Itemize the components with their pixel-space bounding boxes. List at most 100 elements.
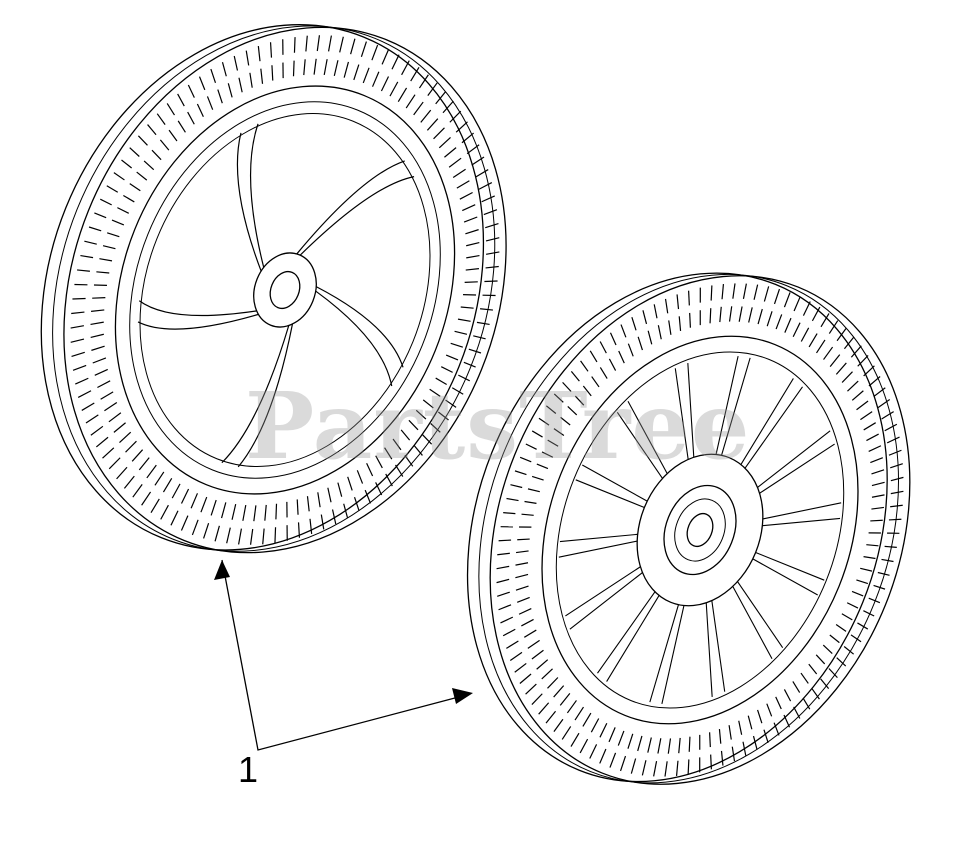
callout-label: 1 <box>238 749 259 790</box>
tread-block <box>80 254 94 259</box>
tread-block <box>187 111 195 125</box>
tread-block <box>385 473 393 487</box>
tread-block <box>458 374 470 382</box>
rib <box>737 581 784 648</box>
tread-block <box>108 457 121 470</box>
tread-block <box>356 470 364 484</box>
tread-block <box>71 351 85 358</box>
hub-collar <box>674 498 726 562</box>
tread-block <box>820 313 830 328</box>
tread-block <box>516 596 530 603</box>
tread-block <box>553 685 565 698</box>
tread-block <box>719 306 722 323</box>
tread-block <box>721 284 725 300</box>
tread-block <box>94 368 108 376</box>
tread-block <box>92 357 107 364</box>
tread-block <box>249 528 254 545</box>
rim-inner <box>555 351 845 709</box>
tread-block <box>599 367 608 379</box>
tread-block <box>841 613 853 621</box>
tread-block <box>498 539 512 542</box>
rib <box>744 386 803 469</box>
tread-block <box>460 306 474 309</box>
tread-block <box>426 118 439 131</box>
wheel-right[interactable] <box>394 204 960 848</box>
tread-block <box>589 350 598 363</box>
leader-line <box>221 559 471 751</box>
rib <box>759 443 835 494</box>
tread-block <box>463 216 478 223</box>
tread-block <box>689 312 691 328</box>
tread-block <box>678 316 682 331</box>
tread-block <box>132 484 143 498</box>
tread-block <box>881 411 894 420</box>
tread-block <box>678 737 681 754</box>
tread-block <box>742 283 747 299</box>
tread-block <box>214 525 220 542</box>
tread-block <box>100 198 112 206</box>
tread-block <box>104 401 118 412</box>
tread-pattern <box>496 283 904 777</box>
tread-block <box>582 385 592 397</box>
tread-block <box>454 330 468 335</box>
tread-block <box>887 532 900 534</box>
tread-block <box>92 297 106 299</box>
tread-block <box>579 738 589 754</box>
tread-block <box>763 729 769 744</box>
tread-block <box>435 91 447 105</box>
tread-block <box>274 527 277 543</box>
tread-block <box>171 483 181 499</box>
tread-block <box>720 750 724 766</box>
tread-block <box>531 475 544 481</box>
tread-block <box>413 444 423 456</box>
tread-block <box>410 66 420 82</box>
tread-block <box>180 488 190 504</box>
tread-block <box>890 504 903 508</box>
spoke <box>249 123 265 268</box>
tread-block <box>203 522 210 539</box>
tread-block <box>860 411 873 421</box>
tread-block <box>485 222 499 229</box>
tread-block <box>333 60 339 77</box>
tread-block <box>742 741 747 756</box>
tread-block <box>519 673 532 684</box>
tread-block <box>293 37 296 53</box>
tread-block <box>71 311 85 315</box>
rib <box>721 357 751 456</box>
tread-block <box>884 423 898 432</box>
tread-block <box>775 314 783 330</box>
tread-block <box>856 400 869 411</box>
rib <box>649 604 679 703</box>
tread-block <box>738 306 743 322</box>
tread-block <box>857 355 869 367</box>
tread-block <box>524 500 537 504</box>
tread-block <box>465 267 480 271</box>
tread-block <box>515 562 529 566</box>
tread-block <box>113 422 126 433</box>
tread-block <box>718 729 722 744</box>
tread-block <box>77 390 92 398</box>
tread-block <box>657 738 662 754</box>
tread-block <box>94 212 107 219</box>
wheel-left[interactable] <box>0 0 583 625</box>
rim-outer <box>114 85 456 495</box>
tread-block <box>391 54 400 70</box>
tread-block <box>90 309 105 313</box>
tread-block <box>521 513 534 516</box>
rib <box>705 602 713 697</box>
tread-block <box>609 752 617 768</box>
tread-block <box>90 425 104 436</box>
tread-block <box>541 668 553 680</box>
tread-block <box>303 59 306 76</box>
tread-block <box>245 50 250 66</box>
tread-block <box>422 399 434 409</box>
tread-block <box>292 60 295 77</box>
tread-block <box>485 265 499 269</box>
tread-block <box>339 36 344 53</box>
tread-block <box>371 44 379 61</box>
tread-block <box>527 488 540 493</box>
tread-block <box>286 501 288 518</box>
tread-block <box>190 493 199 509</box>
tread-block <box>657 325 662 340</box>
tread-block <box>466 144 480 155</box>
